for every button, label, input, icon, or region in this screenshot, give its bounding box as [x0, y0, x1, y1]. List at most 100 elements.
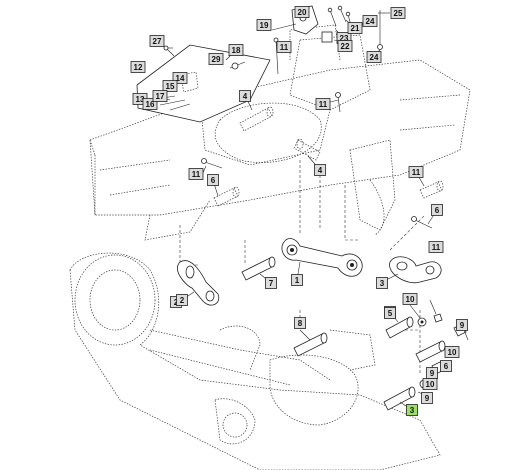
callout-number: 29: [212, 55, 221, 64]
callout-19: 19: [256, 19, 272, 31]
callout-number: 3: [380, 279, 385, 288]
pin-5: [385, 313, 443, 339]
callout-6: 6: [440, 360, 452, 372]
callout-24: 24: [362, 15, 378, 27]
callout-6: 6: [431, 204, 443, 216]
callout-box: [337, 40, 353, 52]
callout-number: 4: [243, 92, 248, 101]
callout-box: [152, 90, 168, 102]
callout-box: [239, 90, 251, 102]
callout-box: [276, 41, 292, 53]
callout-21: 21: [347, 22, 363, 34]
pin-8: [293, 332, 328, 357]
callout-box: [366, 51, 382, 63]
callout-number: 23: [340, 34, 349, 43]
callout-box: [422, 378, 438, 390]
callout-number: 11: [280, 43, 289, 52]
callout-11: 11: [408, 166, 424, 178]
callout-number: 20: [298, 8, 307, 17]
callout-number: 6: [211, 176, 216, 185]
chain-link-right: [389, 256, 442, 284]
callout-number: 9: [460, 321, 465, 330]
pin-7: [241, 256, 276, 281]
callout-number: 7: [269, 279, 274, 288]
callout-number: 11: [192, 170, 201, 179]
callout-box: [315, 98, 331, 110]
callout-27: 27: [149, 35, 165, 47]
bolt-11-left: [201, 158, 223, 169]
callout-number: 9: [425, 394, 430, 403]
callout-box: [376, 277, 388, 289]
chain-link-left: [177, 260, 220, 306]
callout-number: 18: [232, 46, 241, 55]
callout-number: 11: [319, 100, 328, 109]
callout-24: 24: [366, 51, 382, 63]
callout-16: 16: [142, 98, 158, 110]
bolt-11-stack: [273, 37, 279, 75]
pin-4-top: [239, 106, 274, 132]
callout-10: 10: [444, 346, 460, 358]
callout-6: 6: [207, 174, 219, 186]
callout-box: [162, 80, 178, 92]
callout-box: [428, 241, 444, 253]
callout-box: [408, 166, 424, 178]
callout-11: 11: [188, 168, 204, 180]
callout-9: 9: [421, 392, 433, 404]
bolts-21-23: [321, 5, 353, 43]
callout-number: 27: [153, 37, 162, 46]
callout-box: [440, 360, 452, 372]
callout-number: 17: [156, 92, 165, 101]
pin-6-right: [419, 180, 444, 199]
callout-3: 3: [376, 277, 388, 289]
link-arm: [281, 238, 363, 277]
callout-9: 9: [456, 319, 468, 331]
callout-2: 2: [176, 294, 188, 306]
callout-number: 14: [176, 74, 185, 83]
pin-6-left: [213, 186, 240, 207]
callout-box: [265, 277, 277, 289]
callout-box: [228, 44, 244, 56]
bolt-top-rod: [377, 10, 383, 50]
callout-number: 8: [298, 319, 303, 328]
callout-22: 22: [337, 40, 353, 52]
inset-detail-box: [136, 44, 271, 123]
pin-4-mid: [293, 138, 321, 161]
axle-frame: [89, 24, 471, 241]
callout-number: 13: [136, 95, 145, 104]
callout-11: 11: [276, 41, 292, 53]
callout-11: 11: [315, 98, 331, 110]
callout-number: 6: [435, 206, 440, 215]
callout-29: 29: [208, 53, 224, 65]
callout-box: [294, 6, 310, 18]
callout-8: 8: [294, 317, 306, 329]
callout-number: 1: [295, 276, 300, 285]
callout-number: 2: [180, 296, 185, 305]
callout-18: 18: [228, 44, 244, 56]
callout-number: 15: [166, 82, 175, 91]
callout-10: 10: [402, 293, 418, 305]
callout-11: 11: [428, 241, 444, 253]
callout-5: 5: [384, 307, 396, 319]
callout-number: 22: [341, 42, 350, 51]
callout-box: [256, 19, 272, 31]
bolt-11-upper: [335, 92, 341, 113]
callout-number: 11: [432, 243, 441, 252]
callout-box: [402, 293, 418, 305]
callout-number: 24: [370, 53, 379, 62]
callout-box: [384, 307, 396, 319]
callout-box: [172, 72, 188, 84]
callout-box: [142, 98, 158, 110]
callout-box: [314, 164, 326, 176]
callout-number: 12: [134, 63, 143, 72]
callout-number: 5: [388, 309, 393, 318]
callout-number: 9: [430, 369, 435, 378]
callout-10: 10: [422, 378, 438, 390]
callout-box: [294, 317, 306, 329]
callout-box: [456, 319, 468, 331]
callout-number: 10: [426, 380, 435, 389]
callout-20: 20: [294, 6, 310, 18]
callout-number: 10: [448, 348, 457, 357]
callout-number: 10: [406, 295, 415, 304]
